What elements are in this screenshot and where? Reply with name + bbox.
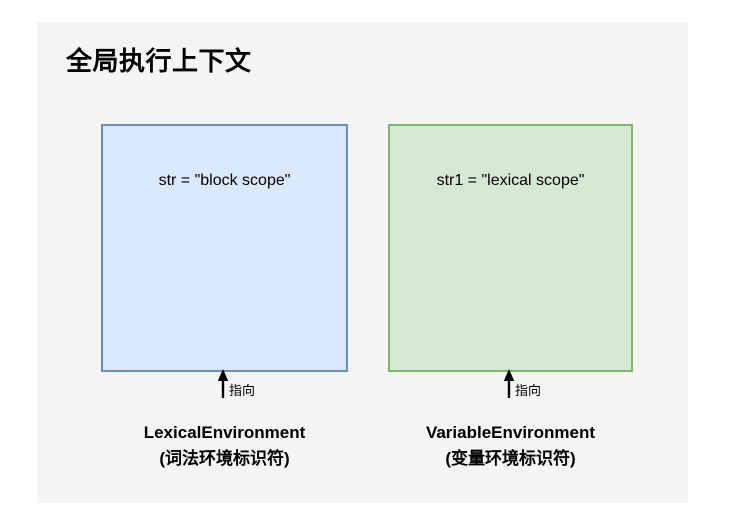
variable-environment-box: str1 = "lexical scope" bbox=[388, 124, 633, 372]
lexical-environment-caption-name: LexicalEnvironment bbox=[143, 423, 306, 442]
variable-environment-caption: VariableEnvironment (变量环境标识符) bbox=[388, 420, 633, 472]
lexical-environment-caption: LexicalEnvironment (词法环境标识符) bbox=[101, 420, 348, 472]
variable-environment-caption-name: VariableEnvironment bbox=[425, 423, 596, 442]
lexical-environment-value: str = "block scope" bbox=[158, 172, 291, 189]
diagram-title: 全局执行上下文 bbox=[66, 46, 252, 76]
variable-environment-value: str1 = "lexical scope" bbox=[436, 172, 585, 189]
lexical-pointer-label: 指向 bbox=[229, 383, 256, 398]
lexical-environment-caption-cn: (词法环境标识符) bbox=[159, 449, 290, 468]
variable-pointer-label: 指向 bbox=[515, 383, 542, 398]
lexical-environment-box: str = "block scope" bbox=[101, 124, 348, 372]
variable-environment-caption-cn: (变量环境标识符) bbox=[445, 449, 576, 468]
arrow-up-icon bbox=[217, 369, 229, 398]
arrow-up-icon bbox=[503, 369, 515, 398]
